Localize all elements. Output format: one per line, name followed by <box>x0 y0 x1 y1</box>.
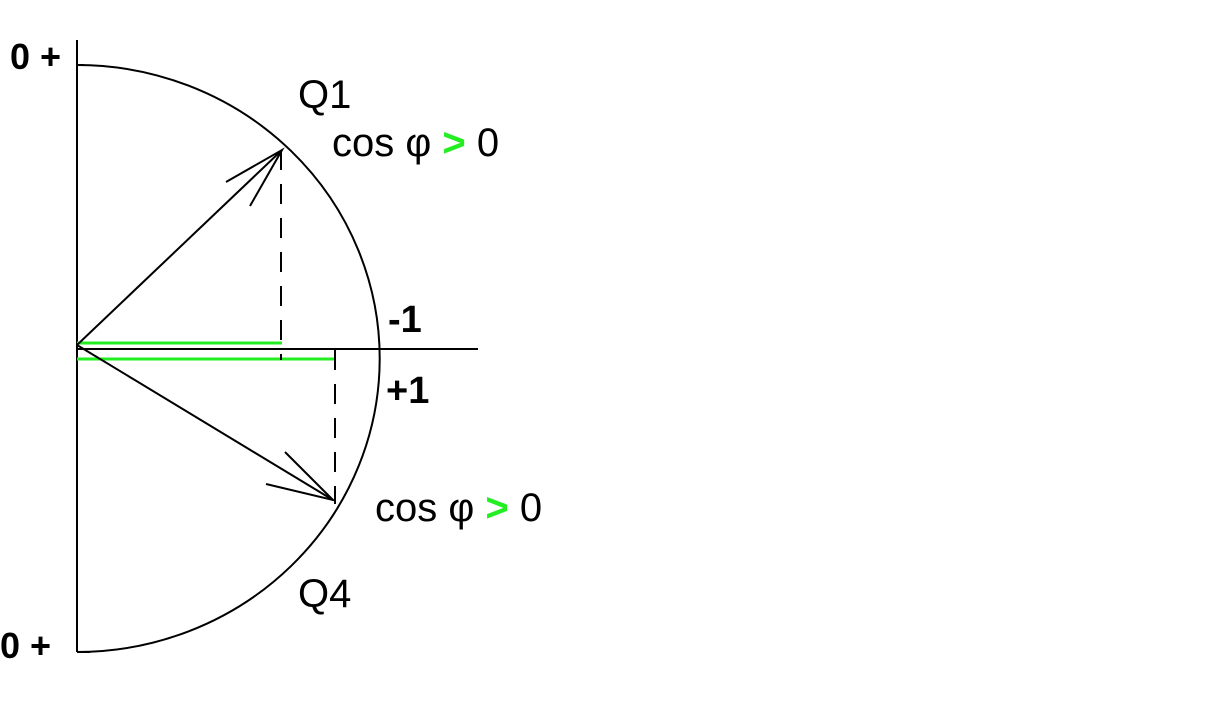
q1-formula-operator: > <box>442 121 465 165</box>
q1-formula: cos φ > 0 <box>332 121 499 165</box>
unit-semicircle <box>76 64 381 653</box>
q4-formula-prefix: cos φ <box>375 486 485 530</box>
q4-formula: cos φ > 0 <box>375 486 542 530</box>
q1-vector-arrowhead <box>225 147 285 207</box>
top-axis-mark-label: 0 + <box>10 36 61 77</box>
q4-vector-arrowhead <box>265 451 337 502</box>
q1-label: Q1 <box>298 73 351 117</box>
bottom-axis-mark-label: 0 + <box>0 625 51 666</box>
q4-formula-suffix: 0 <box>509 486 542 530</box>
q4-formula-operator: > <box>485 486 508 530</box>
q1-formula-prefix: cos φ <box>332 121 442 165</box>
q1-formula-suffix: 0 <box>466 121 499 165</box>
q4-label: Q4 <box>298 572 351 616</box>
minus-one-label: -1 <box>388 299 422 341</box>
q1-vector <box>76 149 283 346</box>
q4-vector <box>76 344 334 501</box>
plus-one-label: +1 <box>386 370 429 412</box>
